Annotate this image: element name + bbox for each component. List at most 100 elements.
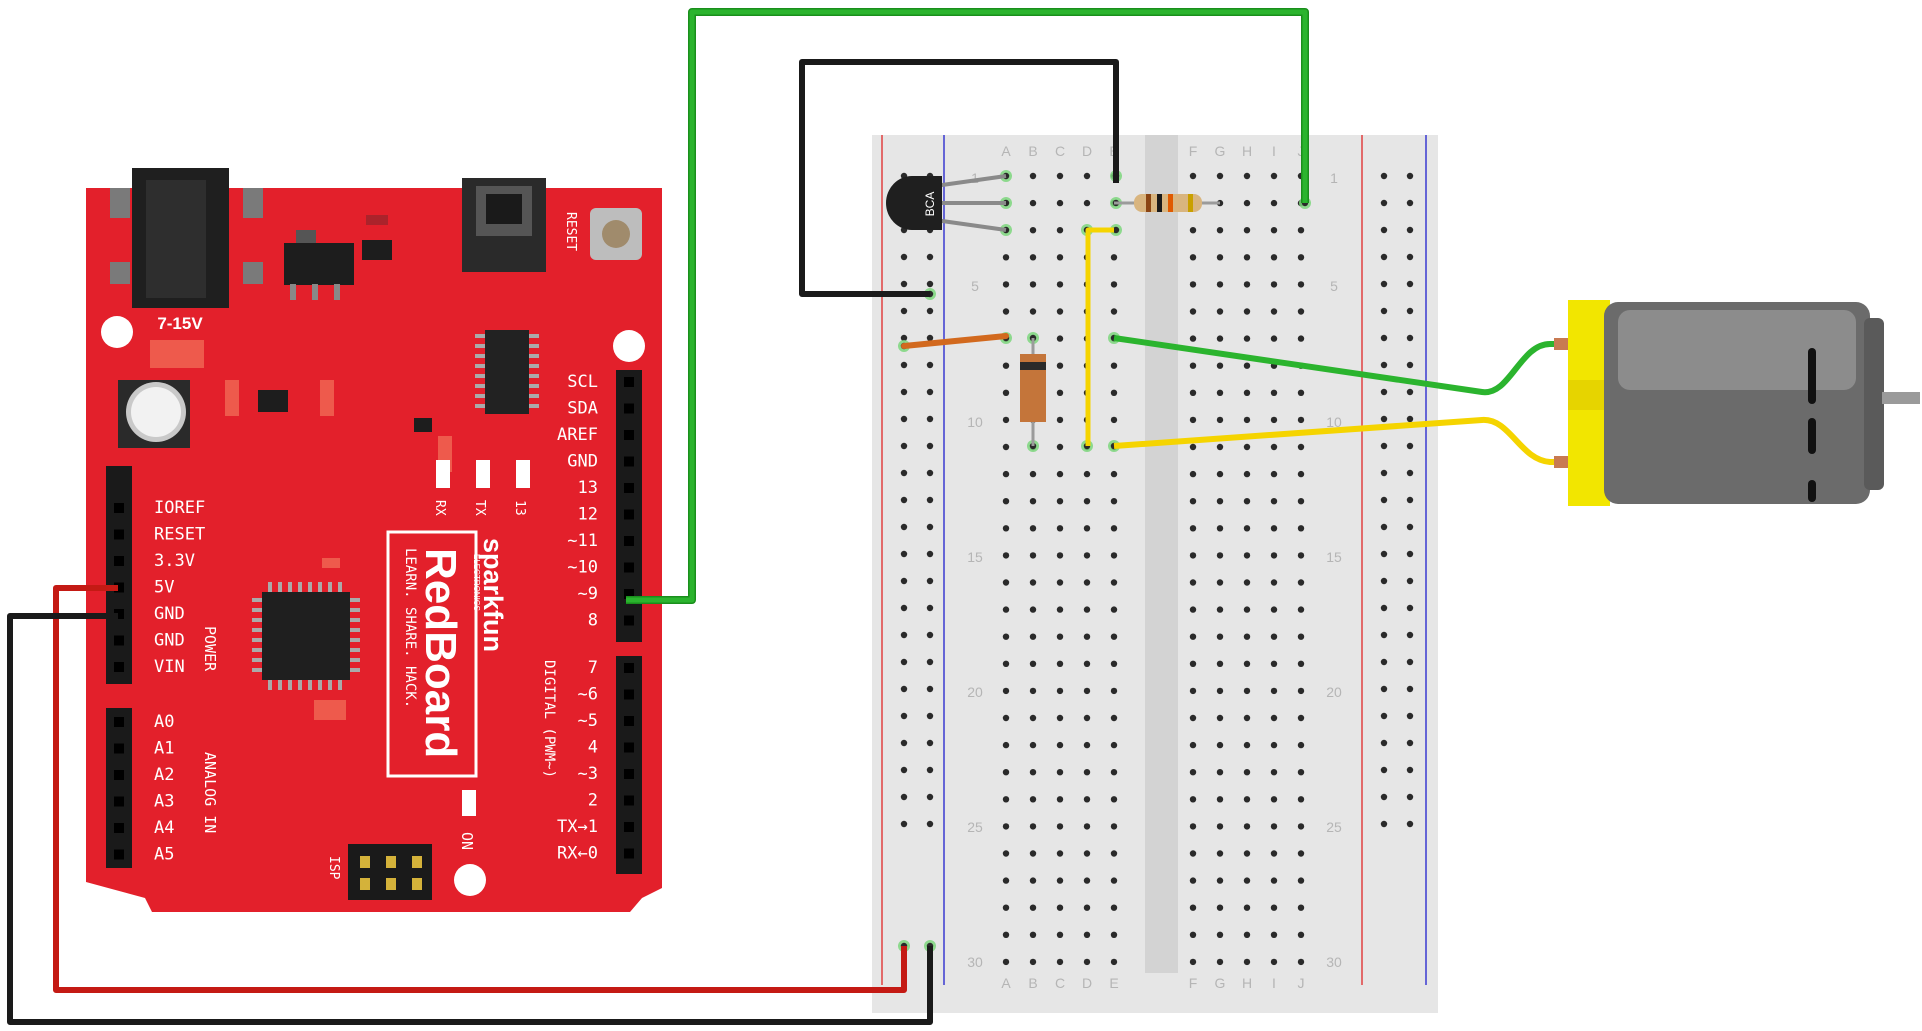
power-rail-hole[interactable] (1406, 334, 1414, 342)
breadboard-hole[interactable] (1243, 498, 1251, 505)
isp-pin[interactable] (360, 856, 370, 868)
breadboard-hole[interactable] (1297, 660, 1305, 667)
breadboard-hole[interactable] (1243, 877, 1251, 884)
breadboard-hole[interactable] (1216, 687, 1224, 695)
breadboard-hole[interactable] (1083, 172, 1091, 180)
breadboard-hole[interactable] (1056, 470, 1064, 478)
breadboard-hole[interactable] (1297, 227, 1305, 234)
power-rail-hole[interactable] (1380, 199, 1388, 207)
power-rail-hole[interactable] (900, 631, 908, 639)
breadboard-hole[interactable] (1270, 552, 1278, 559)
breadboard-hole[interactable] (1216, 633, 1224, 640)
breadboard-hole[interactable] (1056, 389, 1064, 396)
digital-pin-socket[interactable] (624, 377, 634, 387)
power-rail-hole[interactable] (1380, 604, 1388, 612)
power-pin-socket[interactable] (114, 662, 124, 672)
breadboard-hole[interactable] (1297, 850, 1305, 857)
power-rail-hole[interactable] (1380, 253, 1388, 261)
power-rail-hole[interactable] (1406, 199, 1414, 207)
breadboard-hole[interactable] (1029, 931, 1037, 938)
analog-pin-socket[interactable] (114, 796, 124, 807)
breadboard-hole[interactable] (1083, 931, 1091, 938)
power-rail-hole[interactable] (926, 577, 934, 585)
breadboard-hole[interactable] (1270, 579, 1278, 586)
breadboard-hole[interactable] (1029, 308, 1037, 315)
isp-header[interactable]: ISP (326, 844, 432, 900)
breadboard-hole[interactable] (1083, 199, 1091, 207)
breadboard-hole[interactable] (1029, 796, 1037, 803)
power-header-body[interactable] (106, 466, 132, 684)
breadboard-hole[interactable] (1056, 741, 1064, 749)
power-rail-hole[interactable] (926, 766, 934, 774)
breadboard-hole[interactable] (1297, 579, 1305, 586)
isp-pin[interactable] (386, 856, 396, 868)
breadboard-hole[interactable] (1110, 362, 1118, 369)
breadboard-hole[interactable] (1189, 254, 1197, 261)
breadboard-hole[interactable] (1056, 281, 1064, 288)
breadboard-hole[interactable] (1270, 606, 1278, 613)
red-wire-5v[interactable] (53, 585, 907, 993)
breadboard-hole[interactable] (1056, 308, 1064, 315)
power-rail-hole[interactable] (1406, 226, 1414, 234)
breadboard-hole[interactable] (1002, 254, 1010, 261)
yellow-wire-collector[interactable] (1085, 227, 1114, 446)
breadboard-hole[interactable] (1216, 335, 1224, 342)
breadboard-hole[interactable] (1056, 335, 1064, 342)
breadboard-hole[interactable] (1056, 199, 1064, 207)
power-rail-hole[interactable] (900, 388, 908, 396)
breadboard-hole[interactable] (1243, 335, 1251, 342)
breadboard-hole[interactable] (1270, 687, 1278, 695)
digital-pin-socket[interactable] (624, 795, 634, 806)
breadboard-hole[interactable] (1110, 741, 1118, 749)
power-rail-hole[interactable] (926, 550, 934, 558)
breadboard-hole[interactable] (1270, 335, 1278, 342)
breadboard-hole[interactable] (1216, 660, 1224, 667)
breadboard-hole[interactable] (1216, 389, 1224, 396)
breadboard-hole[interactable] (1297, 498, 1305, 505)
breadboard-hole[interactable] (1297, 606, 1305, 613)
power-rail-hole[interactable] (1380, 280, 1388, 288)
breadboard-hole[interactable] (1110, 498, 1118, 505)
breadboard-hole[interactable] (1110, 877, 1118, 884)
breadboard-hole[interactable] (1029, 579, 1037, 586)
power-rail-hole[interactable] (900, 820, 908, 828)
power-rail-hole[interactable] (1406, 253, 1414, 261)
power-rail-hole[interactable] (1380, 712, 1388, 720)
breadboard-hole[interactable] (1270, 823, 1278, 830)
power-rail-hole[interactable] (900, 739, 908, 747)
breadboard-hole[interactable] (1056, 362, 1064, 369)
breadboard-hole[interactable] (1243, 172, 1251, 180)
breadboard-hole[interactable] (1243, 362, 1251, 369)
digital-pin-socket[interactable] (624, 403, 634, 414)
breadboard-hole[interactable] (1056, 579, 1064, 586)
power-rail-hole[interactable] (926, 658, 934, 666)
breadboard-hole[interactable] (1002, 470, 1010, 478)
power-rail-hole[interactable] (926, 307, 934, 315)
breadboard-hole[interactable] (1189, 308, 1197, 315)
breadboard-hole[interactable] (1270, 714, 1278, 722)
breadboard-hole[interactable] (1270, 796, 1278, 803)
breadboard-hole[interactable] (1112, 226, 1120, 234)
power-rail-hole[interactable] (926, 253, 934, 261)
breadboard-hole[interactable] (1270, 958, 1278, 966)
power-rail-hole[interactable] (1380, 442, 1388, 450)
power-rail-hole[interactable] (1406, 685, 1414, 693)
breadboard-hole[interactable] (1297, 741, 1305, 749)
power-rail-hole[interactable] (900, 361, 908, 369)
breadboard-hole[interactable] (1243, 254, 1251, 261)
power-rail-hole[interactable] (1380, 388, 1388, 396)
breadboard-hole[interactable] (1243, 823, 1251, 830)
power-rail-hole[interactable] (900, 334, 908, 342)
breadboard-hole[interactable] (1083, 904, 1091, 911)
digital-pin-socket[interactable] (624, 769, 634, 779)
breadboard-hole[interactable] (1002, 660, 1010, 667)
breadboard-hole[interactable] (1110, 796, 1118, 803)
breadboard-hole[interactable] (1270, 199, 1278, 207)
breadboard-hole[interactable] (1189, 958, 1197, 966)
breadboard-hole[interactable] (1083, 552, 1091, 559)
breadboard-hole[interactable] (1002, 850, 1010, 857)
power-rail-hole[interactable] (1406, 631, 1414, 639)
breadboard-hole[interactable] (1270, 931, 1278, 938)
breadboard-hole[interactable] (1029, 769, 1037, 776)
breadboard-hole[interactable] (1270, 850, 1278, 857)
